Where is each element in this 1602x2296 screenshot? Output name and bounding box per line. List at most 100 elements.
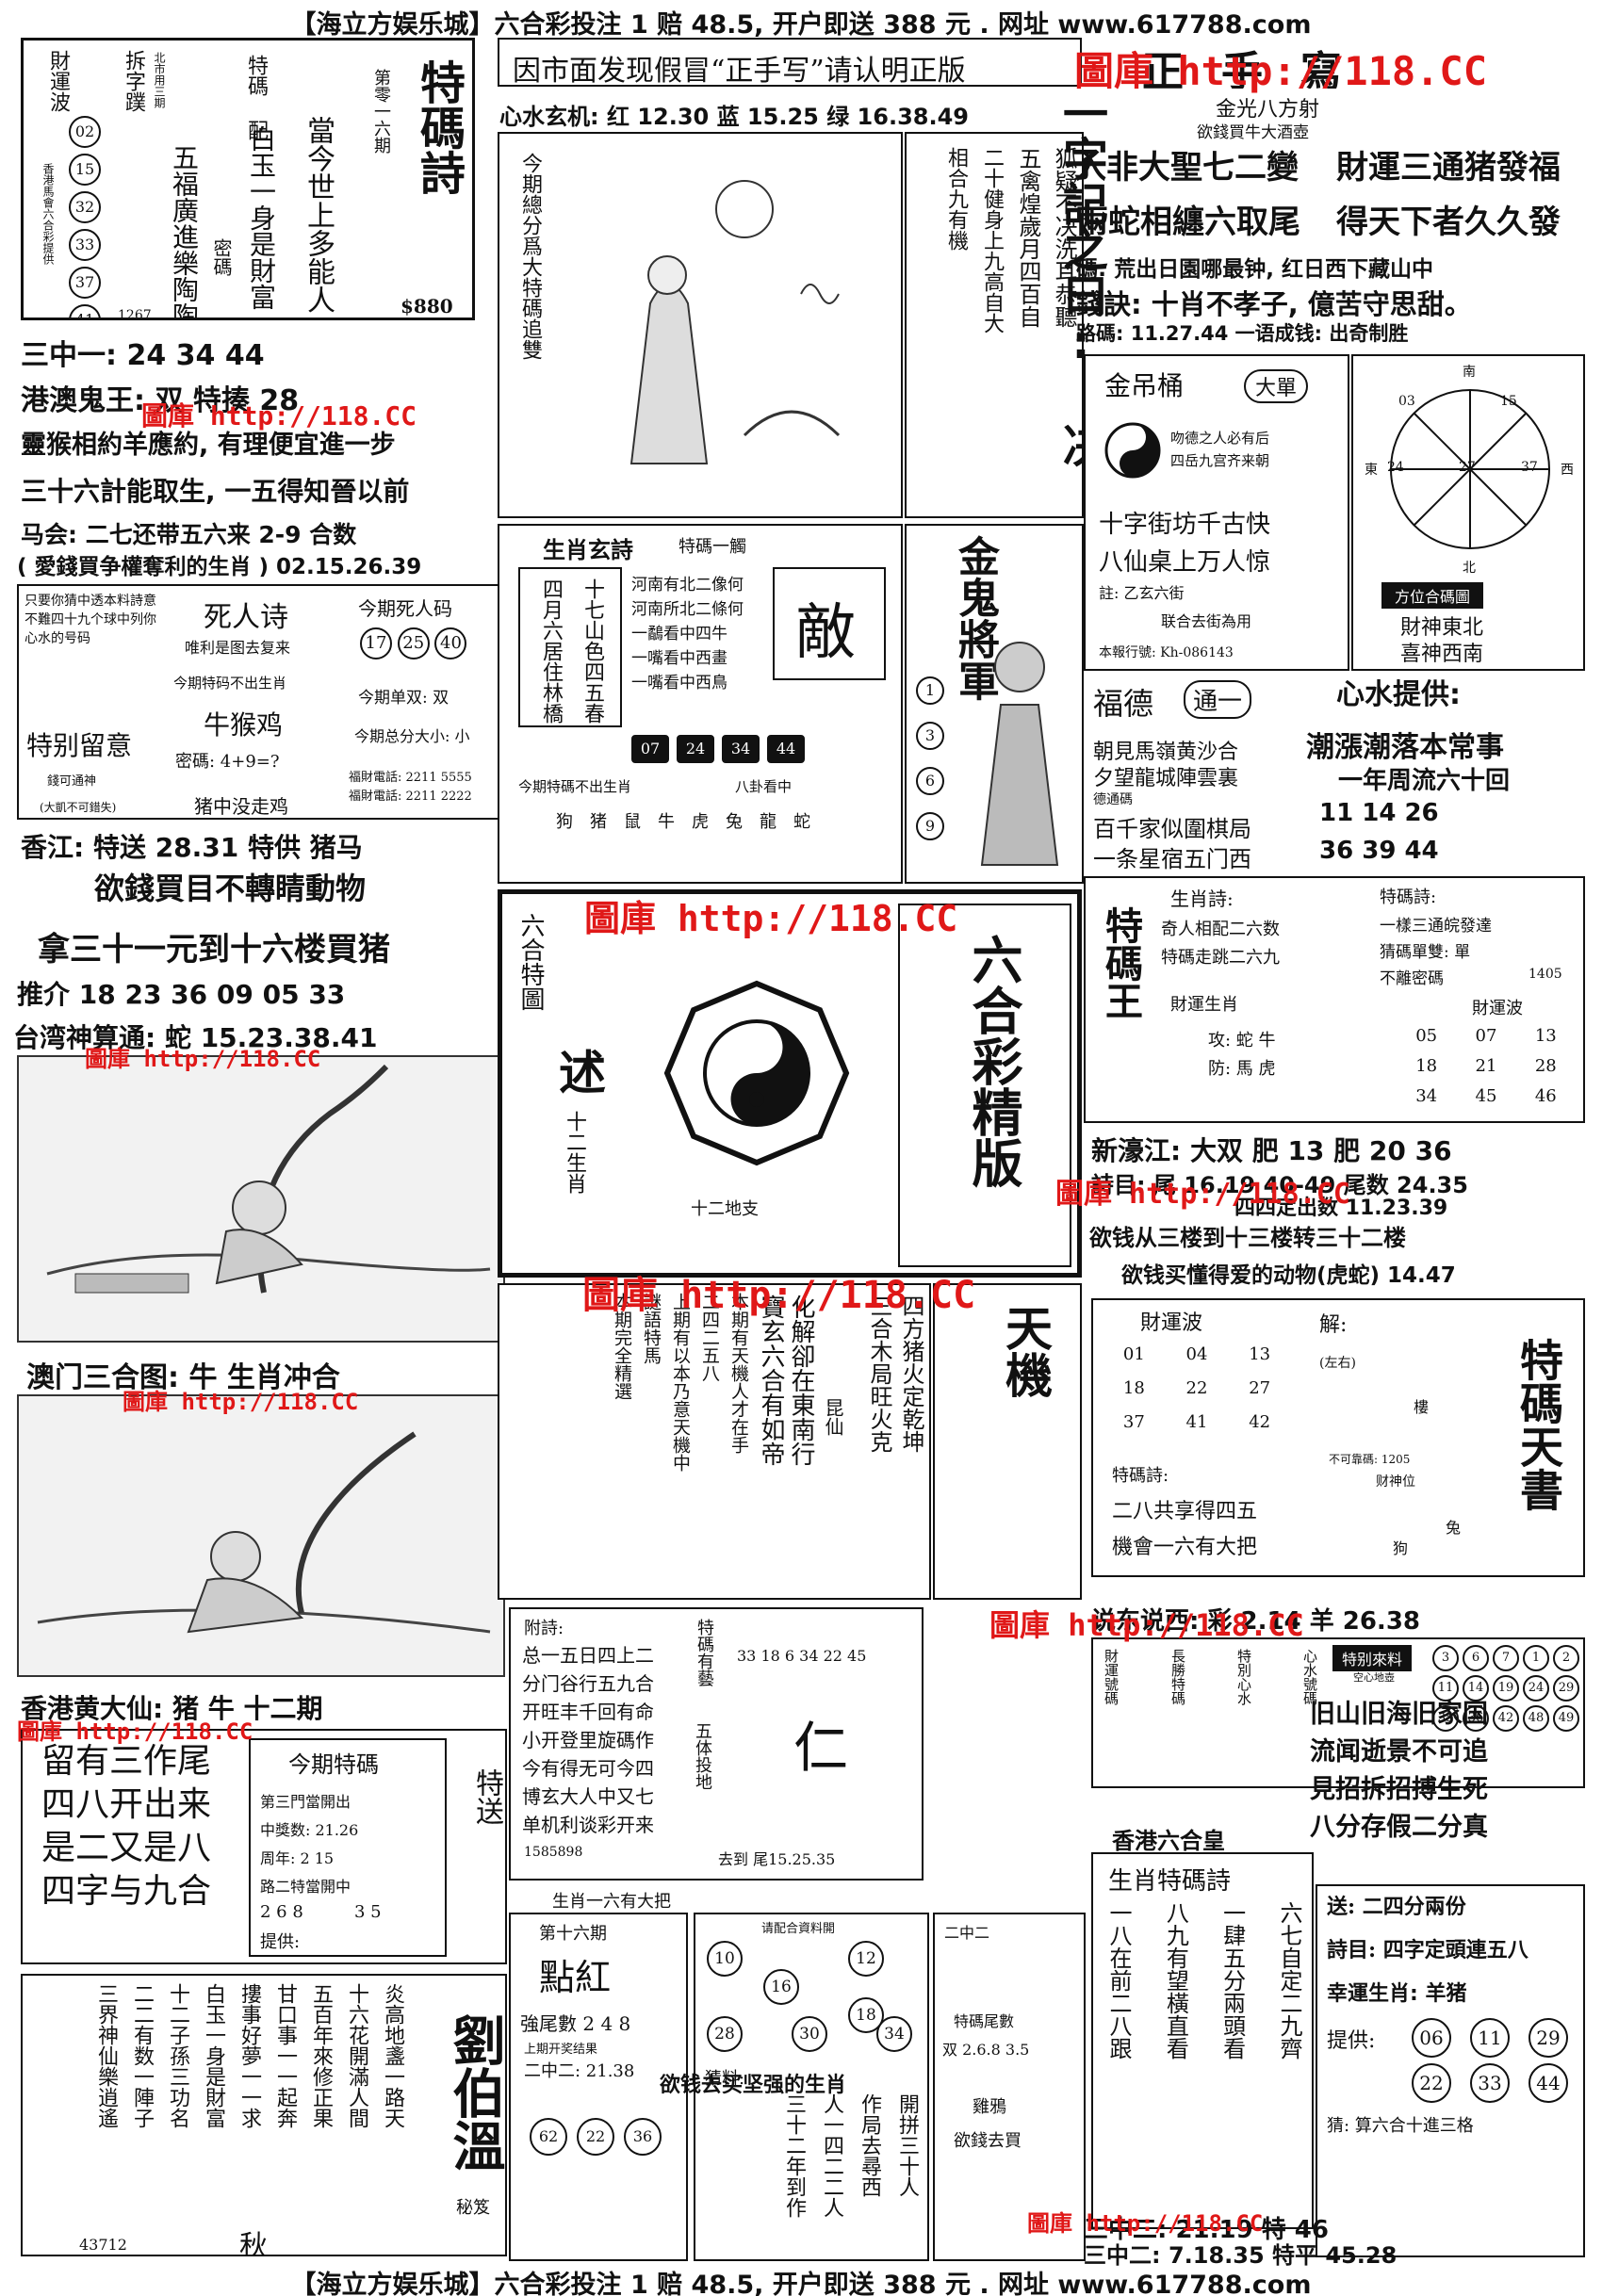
na-san-shi-line: 拿三十一元到十六楼買猪 [38, 931, 390, 969]
tian-ji-line-1: 寶玄六合有如帝 [757, 1295, 785, 1466]
tmt-cyb-num: 01 [1122, 1344, 1145, 1364]
fu-shi-line: 博玄大人中又七 [522, 1785, 654, 1808]
fu-shi-ren: 仁 [793, 1716, 849, 1780]
sxtm-cols: 六七自定二九齊一肆五分兩頭看八九有望橫直看一八在前二八跟 [1103, 1901, 1306, 2222]
dsl-ball: 34 [876, 2016, 912, 2052]
top-banner[interactable]: 【海立方娱乐城】六合彩投注 1 赔 48.5, 开户即送 388 元 . 网址 … [290, 10, 1312, 40]
tmw-sx1: 奇人相配二六数 [1161, 920, 1280, 939]
tmt-shuang: 不可靠碼: 1205 [1329, 1453, 1411, 1466]
song-num: 44 [1528, 2063, 1568, 2103]
sheng-xiao-te-ma-panel: 留有三作尾四八开出来是二又是八四字与九合 今期特碼 第三門當開出 中獎数: 21… [21, 1729, 507, 1964]
sx-ball-3: 34 [722, 735, 760, 763]
lh-shu: 述 [559, 1045, 606, 1100]
si-ren-title: 死人诗 [204, 601, 288, 634]
sx-ball-2: 24 [677, 735, 714, 763]
poem-box-title: 今期總分爲大特碼追雙 [518, 153, 542, 360]
fu-de-sub[interactable]: 通一 [1184, 680, 1252, 719]
si-ren-code-2: 25 [397, 627, 430, 659]
tmt-cyb-num: 04 [1185, 1344, 1208, 1364]
tbl-col-2: 長勝特碼 [1169, 1649, 1186, 1705]
liu-bo-wen-panel: 炎高地盞一路天十六花開滿人間五百年來修正果甘口事一一起奔摟事好夢一一求白玉一身是… [21, 1974, 507, 2256]
code-number: 1267 [118, 308, 152, 320]
liu-bo-wen-col: 十六花開滿人間 [345, 1983, 368, 2128]
te-ma-shi-title: 特碼詩 [412, 59, 465, 195]
xin-shui-xuan-ji: 心水玄机: 红 12.30 蓝 15.25 绿 16.38.49 [499, 104, 969, 130]
tmt-cyb-title: 財運波 [1140, 1311, 1203, 1335]
tmt-s1: 二八共享得四五 [1112, 1500, 1258, 1523]
sx-line-6: 一嘴看中西畫 [631, 649, 727, 668]
gang-ao-gui-wang: 港澳鬼王: 双 特揍 28 [21, 384, 300, 417]
jin-gui-title: 金鬼將軍 [951, 535, 999, 701]
san-shi-liu-line: 三十六計能取生, 一五得知晉以前 [21, 476, 410, 507]
sx-line-5: 一鷸看中四牛 [631, 625, 727, 643]
dsl-vnum-1: 62 [530, 2118, 567, 2156]
fw-27: 27 [1459, 460, 1476, 475]
dsl-poem-col: 開拼三十人 [895, 2093, 919, 2197]
dsl-ji-liao: 猜料: [705, 2069, 745, 2089]
jin-gui-jiang-jun-panel: 金鬼將軍 1 3 6 9 [905, 524, 1084, 884]
sx-ball-4: 44 [767, 735, 805, 763]
tai-wan-line: 台湾神算通: 蛇 15.23.38.41 [13, 1022, 378, 1053]
di-char: 敵 [795, 598, 856, 668]
fu-shi-bottom: 生肖一六有大把 [552, 1892, 671, 1912]
yi-nian: 一年周流六十回 [1338, 767, 1511, 795]
sx-side-1: 十七山色四五春 [580, 578, 604, 724]
tmw-tm-code: 1405 [1528, 967, 1562, 982]
tmw-cyb-num: 45 [1475, 1086, 1497, 1106]
scholar-drawing [629, 180, 841, 464]
liu-bo-wen-code: 43712 [79, 2236, 127, 2254]
tian-ji-side-panel: 天機 [933, 1283, 1082, 1600]
sage-illustration-1 [17, 1055, 505, 1343]
tmt-gou: 狗 [1393, 1539, 1409, 1557]
fang-wei-title: 方位合碼圖 [1381, 582, 1484, 609]
song-num: 22 [1412, 2063, 1451, 2103]
sx-line-7: 一嘴看中西鳥 [631, 674, 727, 692]
masthead: 正手寫 [1086, 38, 1585, 89]
poem-right-1: 狐疑不决洗耳恭聽 [1051, 147, 1077, 328]
jdt-tag[interactable]: 大單 [1244, 369, 1309, 403]
tian-ji-long: 昆仙 [822, 1398, 844, 1436]
tmw-tm3: 不離密碼 [1380, 969, 1444, 988]
tmw-cyb-num: 05 [1415, 1026, 1438, 1046]
fu-shi-title: 附詩: [524, 1619, 564, 1638]
jdt-poem1: 十字街坊千古快 [1099, 511, 1271, 539]
si-ren-guess: 猪中没走鸡 [194, 795, 288, 818]
today-nums: 2 6 8 [260, 1902, 303, 1922]
today-line-1: 第三門當開出 [260, 1793, 351, 1811]
wei-shi-lines: 留有三作尾四八开出来是二又是八四字与九合 [41, 1742, 212, 1911]
si-ren-size: 今期总分大小: 小 [354, 727, 470, 745]
tbl-num: 36 [1463, 1705, 1489, 1732]
sx-title: 生肖玄詩 [543, 536, 633, 563]
tmw-title: 特碼王 [1099, 906, 1143, 1019]
dsl-poem: 開拼三十人作局去尋西人一四二二人三十二年到作 [705, 2093, 922, 2254]
tmt-lou: 樓 [1414, 1398, 1430, 1416]
fu-shi-side: 特碼有藝 [695, 1619, 714, 1686]
song-num: 33 [1470, 2063, 1510, 2103]
tbl-num: 19 [1493, 1675, 1519, 1702]
chao-zhang: 潮漲潮落本常事 [1306, 731, 1504, 764]
qian-jue: 錢訣: 十肖不孝子, 億苦守思甜。 [1076, 288, 1472, 320]
tian-ji-title: 天機 [998, 1304, 1054, 1398]
jin-gui-num-4: 9 [916, 812, 944, 840]
liu-bo-wen-title: 劉伯溫 [444, 2013, 506, 2172]
tmt-title: 特碼天書 [1513, 1338, 1564, 1511]
dsl-ji: 雞鴉 [973, 2097, 1006, 2117]
sheng-xiao-xuan-shi-panel: 生肖玄詩 特碼一觸 十七山色四五春 四月六居住林橋 河南有北二像何 河南所北二條… [498, 524, 903, 884]
song-num: 11 [1470, 2018, 1510, 2058]
tbl-num: 24 [1523, 1675, 1549, 1702]
bottom-banner[interactable]: 【海立方娱乐城】六合彩投注 1 赔 48.5, 开户即送 388 元 . 网址 … [290, 2271, 1312, 2296]
xi-shen: 喜神西南 [1400, 643, 1484, 666]
bottom-right-2: 三中二: 7.18.35 特平 45.28 [1084, 2242, 1398, 2269]
fu-shi-qu: 去到 尾15.25.35 [718, 1850, 836, 1868]
cai-yun-bo-num: 33 [69, 229, 101, 261]
tmt-cyb-num: 27 [1249, 1378, 1271, 1398]
te-bie-liu-yi: 特别留意 [26, 730, 133, 761]
si-ren-tel-1: 福財電話: 2211 5555 [349, 771, 472, 785]
today-ti: 提供: [260, 1932, 301, 1952]
song-ti: 提供: [1327, 2029, 1376, 2053]
fu-de-line4: 一条星宿五门西 [1093, 846, 1251, 872]
tmw-cyb-num: 13 [1534, 1026, 1557, 1046]
sxtm-col: 一肆五分兩頭看 [1218, 1901, 1246, 2060]
